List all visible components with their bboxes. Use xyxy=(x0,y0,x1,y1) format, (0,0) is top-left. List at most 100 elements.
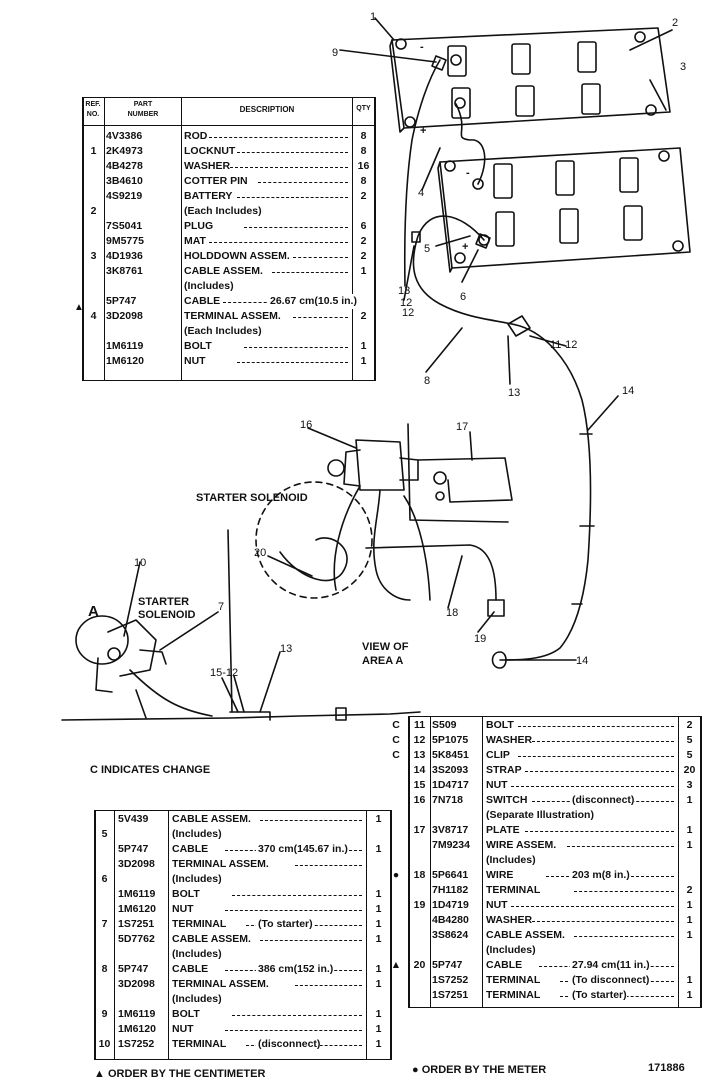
cell-ref: 1 xyxy=(90,145,97,157)
cell-qty: 8 xyxy=(360,175,367,187)
cell-mark: C xyxy=(392,749,400,761)
leader-dots xyxy=(260,812,362,821)
row-mark: ▲ xyxy=(74,302,84,313)
cell-qty: 1 xyxy=(686,974,693,986)
cell-part: 3D2098 xyxy=(106,310,143,322)
cell-qty: 1 xyxy=(375,1008,382,1020)
view-of-area-label: VIEW OF AREA A xyxy=(362,641,409,667)
cell-qty: 1 xyxy=(375,843,382,855)
callout-number: 6 xyxy=(460,291,466,303)
callout-number: 13 xyxy=(508,387,520,399)
leader-dots xyxy=(295,977,362,986)
callout-number: 20 xyxy=(254,547,266,559)
cell-part: 5P747 xyxy=(106,295,137,307)
cell-part: 3V8717 xyxy=(432,824,469,836)
cell-desc: WIRE xyxy=(486,869,514,881)
cell-desc: BOLT xyxy=(172,888,200,900)
table-row: (Includes) xyxy=(94,947,392,962)
callout-number: 1 xyxy=(370,11,376,23)
starter-solenoid-side-label: STARTER SOLENOID xyxy=(138,596,196,621)
jumper-cable xyxy=(455,103,486,185)
cell-qty: 1 xyxy=(375,1023,382,1035)
cell-part: 5D7762 xyxy=(118,933,155,945)
cell-qty: 1 xyxy=(375,1038,382,1050)
cell-desc: TERMINAL xyxy=(486,884,541,896)
callout-number: 17 xyxy=(456,421,468,433)
leader-dots xyxy=(518,748,674,757)
cell-desc: BOLT xyxy=(486,719,514,731)
leader-dots xyxy=(511,898,674,907)
cell-desc: CABLE xyxy=(184,295,221,307)
starter-solenoid xyxy=(75,615,167,693)
callout-number: 12 xyxy=(400,297,412,309)
cell-desc: NUT xyxy=(486,779,508,791)
cell-part: 4D1936 xyxy=(106,250,143,262)
cell-ref: 14 xyxy=(413,764,426,776)
battery-lower xyxy=(437,147,691,273)
callout-number: 14 xyxy=(622,385,634,397)
cell-ref: 4 xyxy=(90,310,97,322)
cell-desc: BOLT xyxy=(184,340,212,352)
area-a-label: A xyxy=(88,603,99,620)
cell-extra: 26.67 cm(10.5 in.) xyxy=(268,294,357,309)
cell-mark: C xyxy=(392,734,400,746)
cell-desc: PLATE xyxy=(486,824,520,836)
cell-ref: 6 xyxy=(101,873,108,885)
cell-qty: 1 xyxy=(375,903,382,915)
cell-desc: LOCKNUT xyxy=(184,145,236,157)
cell-part: 1S7251 xyxy=(432,989,469,1001)
cell-desc: HOLDDOWN ASSEM. xyxy=(184,250,290,262)
callout-number: 13 xyxy=(398,285,410,297)
cell-mark: ● xyxy=(392,869,400,881)
cell-desc: NUT xyxy=(172,903,194,915)
cell-qty: 2 xyxy=(360,235,367,247)
cell-desc: ROD xyxy=(184,130,208,142)
cell-part: 7N718 xyxy=(432,794,463,806)
leader-dots xyxy=(532,733,674,742)
negative-cable xyxy=(403,59,441,287)
order-by-meter-note: ● ORDER BY THE METER xyxy=(412,1064,547,1076)
cell-qty: 5 xyxy=(686,749,693,761)
cell-part: 1M6119 xyxy=(118,888,156,900)
cell-part: 7H1182 xyxy=(432,884,469,896)
cell-extra: 370 cm(145.67 in.) xyxy=(256,842,348,857)
table-row: 3D2098 TERMINAL ASSEM. xyxy=(94,857,392,872)
cell-part: 1D4719 xyxy=(432,899,469,911)
cell-qty: 1 xyxy=(375,918,382,930)
table-row: (Each Includes) xyxy=(82,324,376,339)
cell-part: 5P747 xyxy=(118,963,149,975)
callout-number: 15-12 xyxy=(210,667,238,679)
cell-qty: 2 xyxy=(360,310,367,322)
cell-desc: (Includes) xyxy=(486,854,536,866)
callout-number: 8 xyxy=(424,375,430,387)
cell-desc: (Each Includes) xyxy=(184,325,262,337)
table-row: (Includes) xyxy=(408,943,702,958)
cell-qty: 1 xyxy=(686,839,693,851)
leader-dots xyxy=(230,159,348,168)
cell-desc: CABLE ASSEM. xyxy=(184,265,263,277)
cell-extra: (To starter) xyxy=(256,917,313,932)
table-row: 6 (Includes) xyxy=(94,872,392,887)
cell-qty: 8 xyxy=(360,130,367,142)
table-row: (Separate Illustration) xyxy=(408,808,702,823)
cell-part: S509 xyxy=(432,719,457,731)
cell-desc: CABLE ASSEM. xyxy=(172,813,251,825)
leader-dots xyxy=(293,309,348,318)
cell-qty: 1 xyxy=(686,899,693,911)
cell-part: 1M6119 xyxy=(118,1008,156,1020)
order-by-centimeter-note: ▲ ORDER BY THE CENTIMETER xyxy=(94,1068,266,1080)
